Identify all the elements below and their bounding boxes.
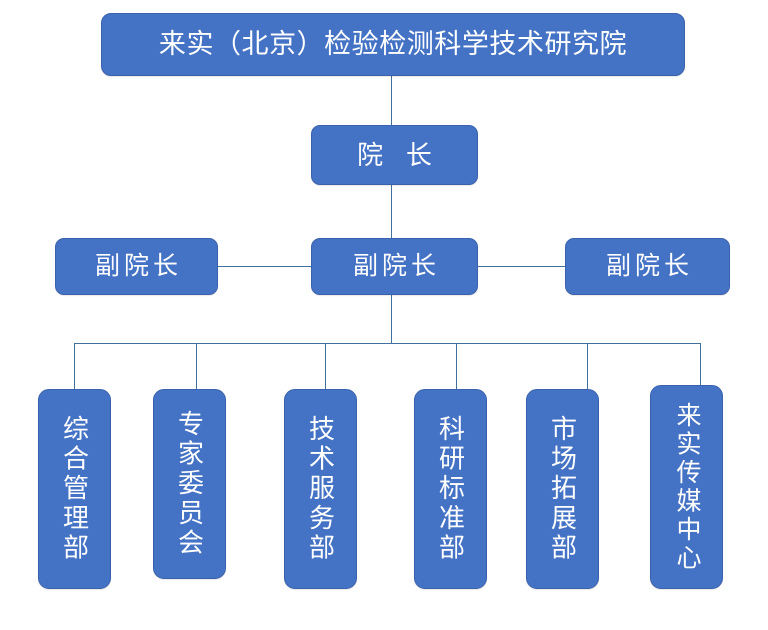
connector-bus-to-dept-4 <box>587 343 588 389</box>
org-node-vice-president-mid-label: 副院长 <box>352 252 440 280</box>
org-node-dept-general-management[interactable]: 综合管理部 <box>38 389 111 589</box>
org-node-dept-research-standard[interactable]: 科研标准部 <box>414 389 487 589</box>
connector-bus-to-dept-5 <box>700 343 701 385</box>
org-node-dept-laishi-media[interactable]: 来实传媒中心 <box>650 385 723 589</box>
org-node-president-label: 院 长 <box>357 140 440 170</box>
org-node-vice-president-left[interactable]: 副院长 <box>55 238 218 295</box>
department-bus-line <box>74 343 701 344</box>
org-node-dept-market-expansion-label: 市场拓展部 <box>547 414 578 564</box>
org-node-dept-technical-service-label: 技术服务部 <box>305 414 336 564</box>
connector-president-to-vp-mid <box>391 185 392 238</box>
connector-bus-to-dept-0 <box>74 343 75 389</box>
org-node-vice-president-right-label: 副院长 <box>605 252 693 280</box>
org-node-dept-laishi-media-label: 来实传媒中心 <box>673 401 701 573</box>
org-node-dept-technical-service[interactable]: 技术服务部 <box>284 389 357 589</box>
connector-vp-mid-to-vp-left <box>218 266 311 267</box>
org-node-dept-expert-committee[interactable]: 专家委员会 <box>153 389 226 579</box>
org-node-institute-label: 来实（北京）检验检测科学技术研究院 <box>158 29 628 59</box>
org-node-vice-president-mid[interactable]: 副院长 <box>311 238 478 295</box>
org-node-dept-expert-committee-label: 专家委员会 <box>174 409 205 559</box>
org-node-dept-research-standard-label: 科研标准部 <box>435 414 466 564</box>
org-node-vice-president-left-label: 副院长 <box>94 252 182 280</box>
org-node-dept-market-expansion[interactable]: 市场拓展部 <box>526 389 599 589</box>
org-node-president[interactable]: 院 长 <box>311 125 478 185</box>
org-node-dept-general-management-label: 综合管理部 <box>59 414 90 564</box>
connector-bus-to-dept-2 <box>325 343 326 389</box>
org-node-vice-president-right[interactable]: 副院长 <box>565 238 730 295</box>
connector-vp-mid-to-department-bus <box>391 295 392 343</box>
connector-vp-mid-to-vp-right <box>478 266 565 267</box>
connector-bus-to-dept-3 <box>456 343 457 389</box>
org-node-institute[interactable]: 来实（北京）检验检测科学技术研究院 <box>101 13 685 76</box>
connector-root-to-president <box>391 76 392 125</box>
connector-bus-to-dept-1 <box>196 343 197 389</box>
